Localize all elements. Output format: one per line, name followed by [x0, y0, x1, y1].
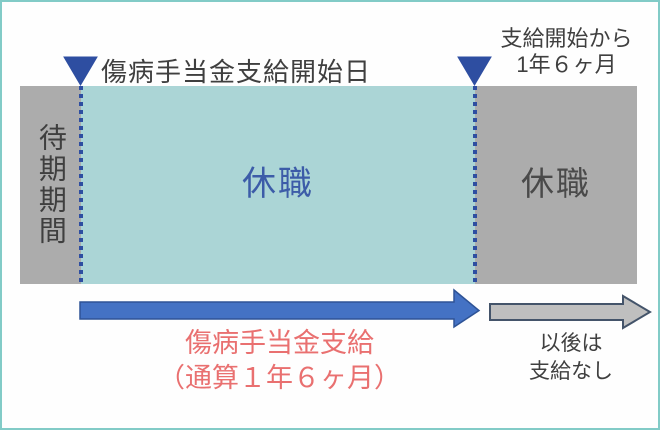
payment-start-label: 傷病手当金支給開始日	[101, 57, 372, 87]
paid-caption-line2: （通算１年６ヶ月）	[158, 363, 401, 394]
leave-paid-label: 休職	[242, 164, 314, 203]
down-triangle-shape	[63, 56, 98, 86]
payment-start-marker	[63, 56, 98, 86]
paid-period-caption: 傷病手当金支給 （通算１年６ヶ月）	[82, 326, 477, 396]
payment-end-marker	[457, 56, 492, 86]
paid-caption-line1: 傷病手当金支給	[185, 328, 374, 358]
payment-end-label: 支給開始から 1年６ヶ月	[484, 26, 649, 79]
down-triangle-icon	[63, 56, 98, 86]
payment-start-dotted-line	[79, 86, 83, 284]
paid-period-arrow	[79, 288, 481, 329]
down-triangle-shape	[457, 56, 492, 86]
down-triangle-icon	[457, 56, 492, 86]
waiting-period-label: 待期期間	[35, 123, 67, 247]
arrows-canvas	[79, 288, 652, 330]
leave-unpaid-label: 休職	[521, 165, 591, 202]
unpaid-period-arrow	[489, 294, 652, 330]
leave-paid-box: 休職	[81, 86, 475, 284]
payment-end-dotted-line	[473, 86, 477, 284]
unpaid-caption-line2: 支給なし	[529, 360, 613, 384]
unpaid-caption-line1: 以後は	[539, 332, 603, 355]
payment-end-label-line2: 1年６ヶ月	[516, 52, 617, 78]
leave-unpaid-box: 休職	[475, 86, 637, 284]
waiting-period-box: 待期期間	[20, 86, 81, 284]
payment-end-label-line1: 支給開始から	[500, 26, 633, 51]
unpaid-period-caption: 以後は 支給なし	[492, 330, 650, 387]
